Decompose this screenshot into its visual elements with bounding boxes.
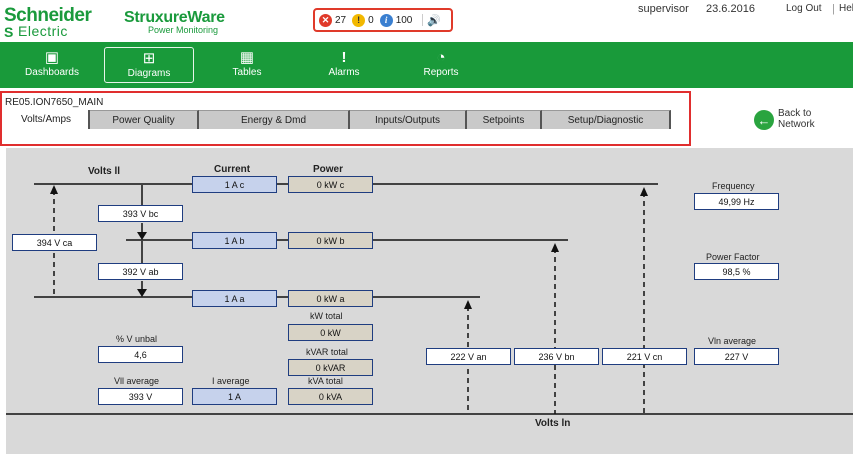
power-factor-value: 98,5 % [694,263,779,280]
speaker-icon[interactable]: 🔊 [422,14,441,27]
brand-line2: Electric [18,23,68,39]
volts-ln-title: Volts ln [535,418,571,429]
vln-average-label: Vln average [708,336,757,346]
vll-average-value: 393 V [98,388,183,405]
critical-alarm-count: 27 [335,14,347,26]
nav-reports[interactable]: ◔ Reports [396,47,486,83]
v-unbal-label: % V unbal [116,334,158,344]
volts-ll-title: Volts ll [88,166,121,177]
voltage-bn-value: 236 V bn [514,348,599,365]
v-unbal-value: 4,6 [98,346,183,363]
i-average-value: 1 A [192,388,277,405]
back-label-line2: Network [778,119,815,130]
schneider-logo: Schneider S Electric [4,5,112,40]
tab-power-quality[interactable]: Power Quality [90,110,199,129]
power-a-value: 0 kW a [288,290,373,307]
kw-total-value: 0 kW [288,324,373,341]
diagram-icon: ⊞ [142,50,156,67]
kvar-total-label: kVAR total [306,347,348,357]
help-link[interactable]: Hel [839,3,853,14]
current-c-value: 1 A c [192,176,277,193]
info-alarm-icon: i [379,13,393,27]
power-b-value: 0 kW b [288,232,373,249]
kvar-total-value: 0 kVAR [288,359,373,376]
user-name: supervisor [638,3,689,15]
report-icon: ◔ [436,49,446,66]
product-line2: Power Monitoring [148,25,219,35]
current-date: 23.6.2016 [706,3,755,15]
power-c-value: 0 kW c [288,176,373,193]
nav-label: Tables [232,67,262,78]
voltage-ab-value: 392 V ab [98,263,183,280]
schneider-s-icon: S [4,24,14,40]
back-arrow-icon: ← [754,110,774,130]
nav-label: Alarms [328,67,360,78]
info-alarm-count: 100 [395,14,413,26]
tab-energy-dmd[interactable]: Energy & Dmd [199,110,350,129]
brand-line1: Schneider [4,5,92,26]
nav-tables[interactable]: ▦ Tables [202,47,292,83]
back-to-network-button[interactable]: ← Back to Network [754,107,834,133]
device-tabs: Volts/Amps Power Quality Energy & Dmd In… [4,110,671,129]
volts-amps-diagram: Volts ll Current Power 1 A c 0 kW c 393 … [6,148,853,454]
frequency-label: Frequency [712,181,755,191]
nav-label: Reports [423,67,459,78]
power-title: Power [313,164,344,175]
kva-total-value: 0 kVA [288,388,373,405]
device-name: RE05.ION7650_MAIN [5,97,104,108]
current-a-value: 1 A a [192,290,277,307]
dashboard-icon: ▣ [44,49,60,66]
power-factor-label: Power Factor [706,252,760,262]
back-label-line1: Back to [778,108,812,119]
critical-alarm-icon: ✕ [319,13,332,27]
nav-label: Dashboards [25,67,79,78]
nav-alarms[interactable]: ! Alarms [299,47,389,83]
main-nav: ▣ Dashboards ⊞ Diagrams ▦ Tables ! Alarm… [0,42,853,88]
nav-dashboards[interactable]: ▣ Dashboards [7,47,97,83]
alarm-summary[interactable]: ✕ 27 ! 0 i 100 🔊 [313,8,453,32]
kva-total-label: kVA total [308,376,343,386]
current-title: Current [214,164,251,175]
current-b-value: 1 A b [192,232,277,249]
tab-inputs-outputs[interactable]: Inputs/Outputs [350,110,467,129]
tab-volts-amps[interactable]: Volts/Amps [4,110,90,129]
warning-alarm-count: 0 [368,14,374,26]
kw-total-label: kW total [310,311,343,321]
tab-setup-diagnostic[interactable]: Setup/Diagnostic [542,110,671,129]
exclamation-icon: ! [341,49,347,66]
nav-diagrams[interactable]: ⊞ Diagrams [104,47,194,83]
nav-label: Diagrams [127,68,171,79]
tab-setpoints[interactable]: Setpoints [467,110,542,129]
vll-average-label: Vll average [114,376,160,386]
struxureware-logo: StruxureWare Power Monitoring [124,9,234,35]
voltage-bc-value: 393 V bc [98,205,183,222]
table-icon: ▦ [239,49,255,66]
product-line1: StruxureWare [124,9,225,26]
highlight-box [0,91,691,146]
voltage-ca-value: 394 V ca [12,234,97,251]
logout-link[interactable]: Log Out [786,3,822,14]
voltage-cn-value: 221 V cn [602,348,687,365]
warning-alarm-icon: ! [352,13,366,27]
vln-average-value: 227 V [694,348,779,365]
voltage-an-value: 222 V an [426,348,511,365]
frequency-value: 49,99 Hz [694,193,779,210]
i-average-label: I average [212,376,250,386]
